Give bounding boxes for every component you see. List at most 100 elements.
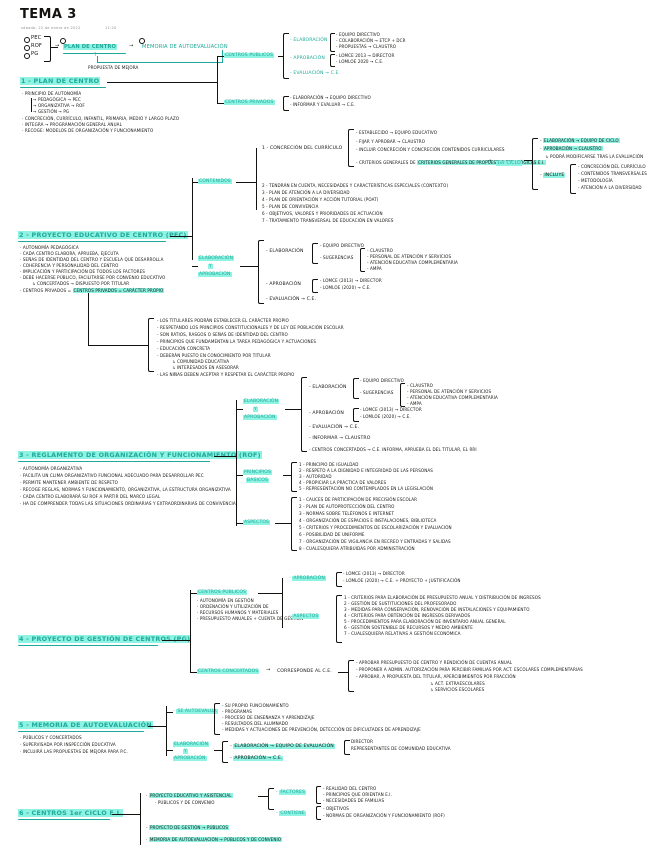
memoria-stem xyxy=(148,726,166,727)
pec-sug-0: - CLAUSTRO xyxy=(367,248,393,253)
aprob-brace xyxy=(330,54,335,67)
privados-item-0: - ELABORACIÓN → EQUIPO DIRECTIVO xyxy=(290,95,371,100)
section2-bullet-7: · CENTROS PRIVADOS = CENTROS PRIVADOS = … xyxy=(20,288,165,293)
section1-to-branches xyxy=(107,82,217,83)
ei-pe-sub: · PÚBLICOS Y DE CONVENIO xyxy=(155,800,215,805)
ei-factor-2: - NECESIDADES DE FAMILIAS xyxy=(323,798,385,803)
pec-sug-2: - ATENCIÓN EDUCATIVA COMPLEMENTARIA xyxy=(367,260,458,265)
ei-pe-to-items xyxy=(258,796,268,797)
rof-aspecto-3: 4 - ORGANIZACIÓN DE ESPACIOS E INSTALACI… xyxy=(299,518,437,523)
elab-child-1: - COLABORACIÓN → ETCP + DCR xyxy=(336,38,406,43)
section-heading-4: 4 - PROYECTO DE GESTIÓN DE CENTROS (PG) xyxy=(18,635,192,643)
pg-publicos-to-branch xyxy=(258,593,282,594)
memoria-auto-stub xyxy=(166,712,173,713)
ei-factor-1: - PRINCIPIOS QUE ORIENTAN E.I. xyxy=(323,792,393,797)
label-incluye: - INCLUYE xyxy=(540,173,566,178)
marker-circle-memoria xyxy=(139,38,145,44)
pg-publicos-bullet-1: · ORDENACIÓN Y UTILIZACIÓN DE xyxy=(197,604,269,609)
section5-bullet-1: · SUPERVISADA POR INSPECCIÓN EDUCATIVA xyxy=(20,742,116,747)
ei-contiene-label: - CONTIENE xyxy=(276,811,306,816)
ei-contiene-1: - NORMAS DE ORGANIZACIÓN Y FUNCIONAMIENT… xyxy=(323,813,445,818)
pg-concertado-item-1: - PROPONER A ADMIN. AUTORIZACIÓN PARA PE… xyxy=(356,667,583,672)
ciclo-child-1: - APROBACIÓN → CLAUSTRO xyxy=(540,146,603,151)
rof-aprobacion: - APROBACIÓN xyxy=(309,411,344,416)
ei-contiene-0: - OBJETIVOS xyxy=(323,806,349,811)
pec-sugerencias-brace xyxy=(360,248,365,272)
contenidos-stub xyxy=(192,182,198,183)
pec-elab-stub xyxy=(192,266,198,267)
section-heading-5: 5 - MEMORIA DE AUTOEVALUACIÓN xyxy=(18,721,153,729)
pec-aprob-child-1: - LOMLOE (2020) → C.E. xyxy=(320,285,371,290)
pg-stem xyxy=(162,640,190,641)
memoria-elab-label-3: APROBACIÓN xyxy=(173,756,207,761)
rof-elab-label-1: ELABORACIÓN xyxy=(243,399,280,404)
rof-aspectos-stub xyxy=(236,523,243,524)
pg-aprob-child-1: - LOMLOE (2020) → C.E. + PROYECTO + JUST… xyxy=(343,578,461,583)
rof-elaboracion: - ELABORACIÓN xyxy=(309,385,347,390)
contenidos-to-items xyxy=(236,182,256,183)
rof-elab-label-2: Y xyxy=(253,407,258,412)
ei-factores-brace xyxy=(316,786,321,804)
section3-bullet-2: · PERMITE MANTENER AMBIENTE DE RESPETO xyxy=(20,480,118,485)
section2-bullet-2: · SEÑAS DE IDENTIDAD DEL CENTRO Y ESCUEL… xyxy=(20,257,164,262)
rof-principio-1: 2 - RESPETO A LA DIGNIDAD E INTEGRIDAD D… xyxy=(299,468,434,473)
memoria-autoevalua-label: - SE AUTOEVALÚA xyxy=(173,709,218,714)
pec-note-4: - EDUCACIÓN CONCRETA xyxy=(157,346,211,351)
incluye-brace xyxy=(570,164,576,194)
notes-brace xyxy=(148,318,154,372)
pec-item-3: 3 - PLAN DE ATENCIÓN A LA DIVERSIDAD xyxy=(262,190,350,195)
section2-underline xyxy=(18,241,166,242)
memoria-aprobacion: - APROBACIÓN → C.E. xyxy=(230,756,284,761)
pec-note-5: - DEBERÁN PUESTO EN CONOCIMIENTO POR TIT… xyxy=(157,353,271,358)
rof-sug-1: - PERSONAL DE ATENCIÓN Y SERVICIOS xyxy=(407,389,492,394)
pg-concertados-to-items xyxy=(338,672,348,673)
privados-stub xyxy=(217,103,224,104)
rof-aprob-child-0: - LOMCE (2013) → DIRECTOR xyxy=(360,407,422,412)
label-contenidos: CONTENIDOS xyxy=(198,179,232,184)
pg-publicos-stub xyxy=(190,593,197,594)
label-propuesta-mejora: PROPUESTA DE MEJORA xyxy=(88,65,139,70)
rof-stem xyxy=(214,456,236,457)
section4-underline xyxy=(18,645,158,646)
pec-elab-to-items xyxy=(240,266,258,267)
section5-bullet-2: · INCLUIRÁ LAS PROPUESTAS DE MEJORA PARA… xyxy=(20,749,128,754)
marker-circle-3 xyxy=(24,53,30,59)
rof-aspecto-2: 3 - NORMAS SOBRE TELÉFONOS E INTERNET xyxy=(299,511,395,516)
ei-contiene-brace xyxy=(316,806,321,820)
publicos-aprobacion: - APROBACIÓN xyxy=(290,56,325,61)
pg-aprob-child-0: - LOMCE (2013) → DIRECTOR xyxy=(343,571,405,576)
item1-child-0: - ESTABLECIDO → EQUIPO EDUCATIVO xyxy=(356,130,438,135)
pg-aspectos-label: - ASPECTOS xyxy=(289,614,320,619)
memoria-elab-label-2: Y xyxy=(183,749,188,754)
arrow-to-plan: → xyxy=(55,43,60,49)
pec-aprob-brace xyxy=(312,279,318,293)
label-centros-privados: CENTROS PRIVADOS xyxy=(224,100,275,105)
section2-bullet-4: · IMPLICACIÓN Y PARTICIPACIÓN DE TODOS L… xyxy=(20,269,145,274)
pg-publicos-bullet-2: · RECURSOS HUMANOS Y MATERIALES xyxy=(197,610,279,615)
pec-elaboracion: - ELABORACIÓN xyxy=(266,249,304,254)
pg-aprob-brace xyxy=(336,572,342,587)
ciclo-child-0: - ELABORACIÓN → EQUIPO DE CICLO xyxy=(540,138,620,143)
label-centros-publicos: CENTROS PÚBLICOS xyxy=(224,53,275,58)
item1-child-2: - INCLUIR CONCRECIÓN Y CONCRECIÓN CONTEN… xyxy=(356,147,505,152)
pg-aspecto-4: 5 - PROCEDIMIENTOS PARA ELABORACIÓN DE I… xyxy=(344,619,506,624)
pec-elab-label-3: APROBACIÓN xyxy=(198,272,232,277)
notes-hook-h xyxy=(88,345,148,346)
stack-brace xyxy=(44,36,51,62)
pec-note-1: - RESPETANDO LOS PRINCIPIOS CONSTITUCION… xyxy=(157,325,344,330)
pec-note-3: - PRINCIPIOS QUE FUNDAMENTAN LA TAREA PE… xyxy=(157,339,317,344)
rof-elab-brace xyxy=(301,377,307,452)
rof-spine xyxy=(236,400,237,526)
section-heading-3: 3 - REGLAMENTO DE ORGANIZACIÓN Y FUNCION… xyxy=(18,451,262,459)
section3-underline xyxy=(18,461,210,462)
publicos-evaluacion: - EVALUACIÓN → C.E. xyxy=(290,71,341,76)
pg-aspecto-2: 3 - MEDIDAS PARA CONSERVACIÓN, RENOVACIÓ… xyxy=(344,607,530,612)
rof-aspecto-6: 7 - ORGANIZACIÓN DE VIGILANCIA EN RECREO… xyxy=(299,539,451,544)
memoria-elab-child-0: DIRECTOR xyxy=(351,739,374,744)
section1-sub-spine xyxy=(31,98,32,112)
section6-underline xyxy=(18,819,110,820)
section1-bullet-0: · PRINCIPIO DE AUTONOMÍA xyxy=(22,91,82,96)
pg-concertados-brace xyxy=(348,660,354,692)
memoria-elab-brace xyxy=(222,741,228,763)
rof-elab-stub xyxy=(236,409,243,410)
